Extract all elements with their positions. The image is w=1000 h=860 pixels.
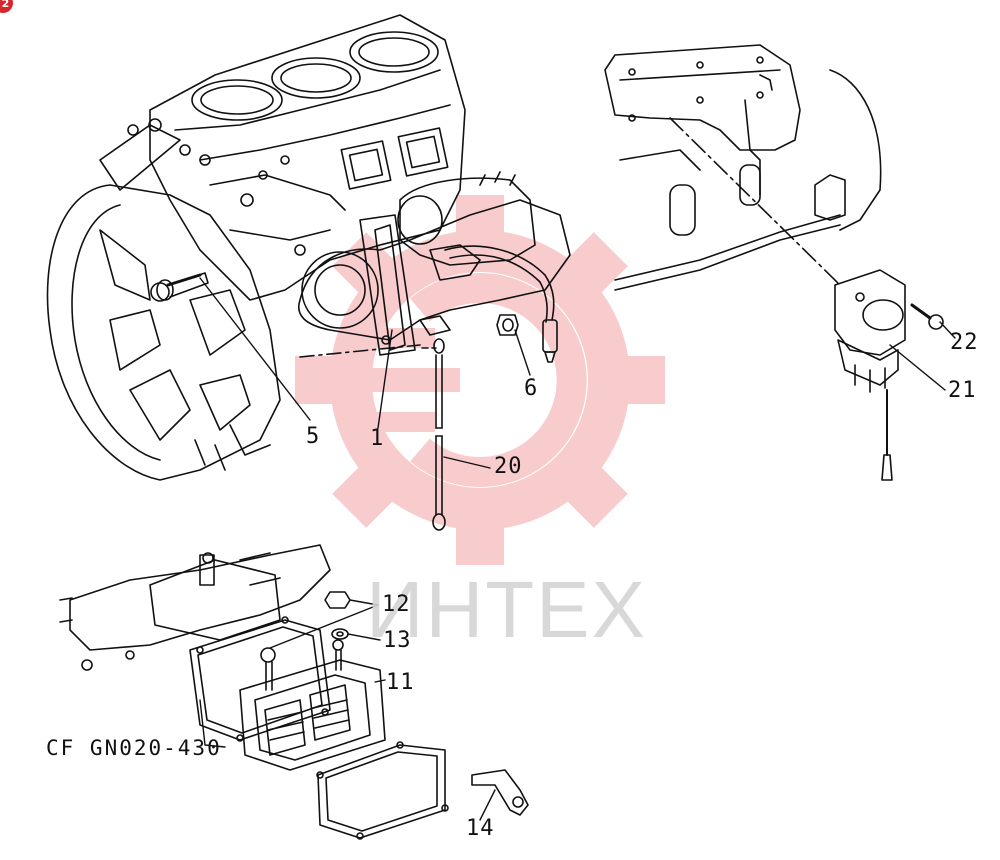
alignment-line-starter: [299, 344, 421, 358]
callout-21: 21: [948, 378, 977, 403]
leader-line-relay: [669, 117, 841, 286]
reference-code: CF GN020-430: [46, 736, 222, 760]
callout-11: 11: [386, 670, 415, 695]
callout-20: 20: [494, 454, 523, 479]
callout-5: 5: [306, 424, 321, 449]
starter-motor-drawing: [298, 171, 571, 363]
callout-6: 6: [524, 376, 539, 401]
watermark-gear-icon: [295, 195, 665, 565]
gasket-upper-drawing: [189, 616, 331, 742]
callout-13: 13: [383, 628, 412, 653]
washer-13-drawing: [331, 628, 349, 640]
callout-22: 22: [950, 330, 979, 355]
cable-20-drawing: [432, 338, 446, 531]
page-badge: 2: [0, 0, 13, 13]
engine-side-drawing: [604, 44, 882, 291]
bolt-5-drawing: [156, 273, 202, 301]
watermark-text: ИНТЕХ: [366, 565, 647, 654]
leader-lines: [199, 277, 956, 821]
gasket-lower-drawing: [316, 741, 449, 840]
bolt-22-drawing: [910, 303, 944, 330]
bracket-14-drawing: [471, 769, 529, 816]
callout-14: 14: [466, 816, 495, 841]
relay-21-drawing: [834, 269, 906, 481]
heater-11-drawing: [239, 639, 386, 771]
callout-12: 12: [382, 592, 411, 617]
callout-1: 1: [370, 426, 385, 451]
nut-12-drawing: [324, 591, 351, 609]
flywheel-housing-drawing: [46, 184, 281, 481]
engine-block-drawing: [99, 14, 466, 301]
intake-manifold-drawing: [59, 544, 331, 671]
nut-6-drawing: [496, 314, 519, 336]
